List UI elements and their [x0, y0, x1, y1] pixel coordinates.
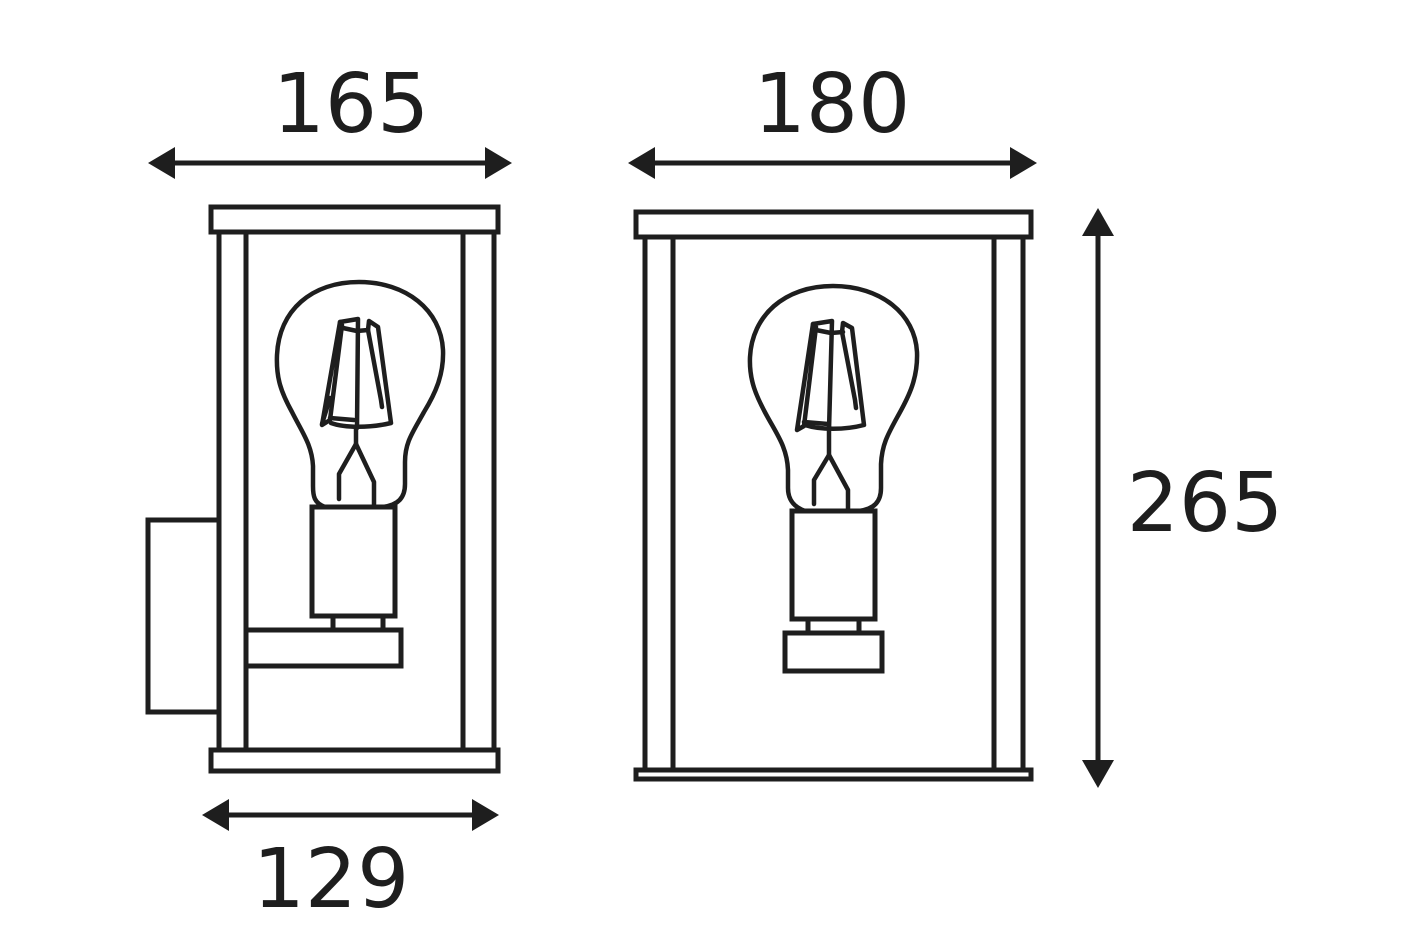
- arrow-left-icon: [628, 147, 655, 179]
- arm-bracket: [246, 627, 404, 669]
- bulb-socket: [309, 504, 398, 619]
- bulb-icon: [747, 283, 920, 514]
- arrow-left-icon: [202, 799, 229, 831]
- front-view: 180 26: [628, 57, 1283, 788]
- bottom-cap: [633, 767, 1034, 782]
- bulb-icon: [274, 279, 446, 510]
- side-view: 165: [145, 57, 512, 927]
- top-cap: [633, 209, 1034, 240]
- dimension-top-width: 165: [148, 57, 512, 179]
- bottom-cap: [208, 747, 501, 774]
- arrow-right-icon: [485, 147, 512, 179]
- dimension-label-180: 180: [754, 57, 911, 152]
- wall-mount-plate: [145, 517, 217, 715]
- arrow-right-icon: [472, 799, 499, 831]
- dimension-label-165: 165: [273, 57, 430, 152]
- socket-base: [782, 630, 885, 674]
- arrow-right-icon: [1010, 147, 1037, 179]
- top-cap: [208, 204, 501, 235]
- arrow-up-icon: [1082, 208, 1114, 236]
- arrow-left-icon: [148, 147, 175, 179]
- dimension-label-129: 129: [253, 832, 410, 927]
- dimension-label-265: 265: [1127, 456, 1284, 551]
- dimension-front-width: 180: [628, 57, 1037, 179]
- bulb-socket: [789, 508, 878, 622]
- dimension-bottom-width: 129: [202, 799, 499, 927]
- arrow-down-icon: [1082, 760, 1114, 788]
- dimension-height: 265: [1082, 208, 1283, 788]
